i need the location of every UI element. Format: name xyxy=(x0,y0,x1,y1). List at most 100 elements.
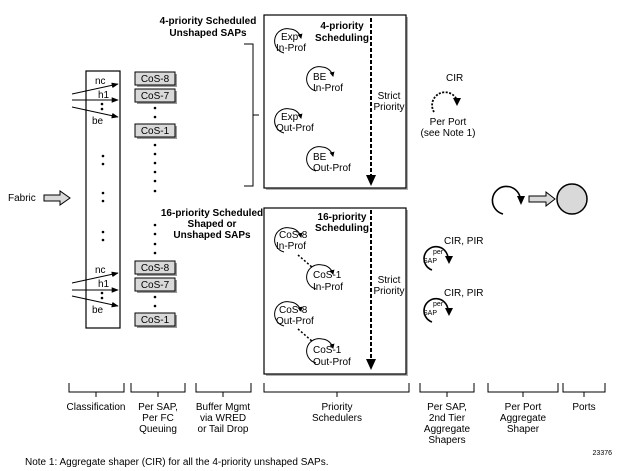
stage-port-shaper-l2: Aggregate xyxy=(500,413,547,424)
stage-sap-shapers-l1: Per SAP, xyxy=(427,402,467,413)
svg-text:In-Prof: In-Prof xyxy=(313,83,343,94)
svg-text:CoS-8: CoS-8 xyxy=(141,263,170,274)
class-nc-bottom: nc xyxy=(95,265,106,276)
svg-text:SAP: SAP xyxy=(423,310,437,317)
svg-text:Out-Prof: Out-Prof xyxy=(276,316,314,327)
svg-text:BE: BE xyxy=(313,152,327,163)
svg-text:Out-Prof: Out-Prof xyxy=(313,357,351,368)
queue-bottom-cos1: CoS-1 xyxy=(134,312,177,328)
scheduler-4-title1: 4-priority xyxy=(320,21,364,32)
stage-port-shaper-l3: Shaper xyxy=(507,424,540,435)
sap-shaper-1-icon: per SAP xyxy=(423,245,453,271)
sched4-queue-be-inprof: BE In-Prof xyxy=(306,66,343,94)
per-port-line2: (see Note 1) xyxy=(420,128,475,139)
scheduler-4-title2: Scheduling xyxy=(315,33,369,44)
classification-arrows-bottom xyxy=(71,271,119,308)
svg-text:CoS-1: CoS-1 xyxy=(141,126,170,137)
stage-ports: Ports xyxy=(572,402,595,413)
group-4priority-line2: Unshaped SAPs xyxy=(169,28,247,39)
group-16priority-line2: Shaped or xyxy=(188,219,237,230)
class-h1-bottom: h1 xyxy=(98,279,110,290)
svg-text:In-Prof: In-Prof xyxy=(276,241,306,252)
svg-text:CoS-1: CoS-1 xyxy=(313,345,342,356)
stage-queuing-l2: Per FC xyxy=(142,413,174,424)
stage-brackets xyxy=(68,383,606,397)
figure-id: 23376 xyxy=(593,450,613,457)
sap-shaper-2-icon: per SAP xyxy=(423,297,453,323)
queue-top-cos8: CoS-8 xyxy=(134,71,177,87)
svg-text:Exp: Exp xyxy=(281,112,299,123)
svg-text:BE: BE xyxy=(313,72,327,83)
scheduler-4-strict2: Priority xyxy=(373,102,404,113)
svg-text:Out-Prof: Out-Prof xyxy=(313,163,351,174)
sched16-queue-cos8-outprof: CoS-8 Out-Prof xyxy=(274,301,314,327)
fabric-arrow-icon xyxy=(43,190,71,206)
class-be-top: be xyxy=(92,116,104,127)
stage-queuing-l3: Queuing xyxy=(139,424,177,435)
class-be-bottom: be xyxy=(92,305,104,316)
svg-text:In-Prof: In-Prof xyxy=(276,43,306,54)
svg-text:In-Prof: In-Prof xyxy=(313,282,343,293)
sched4-queue-be-outprof: BE Out-Prof xyxy=(306,146,351,174)
svg-text:CoS-8: CoS-8 xyxy=(279,305,308,316)
per-port-cir-shaper-icon xyxy=(431,91,461,113)
queue-ellipsis xyxy=(153,143,157,255)
port-circle-icon xyxy=(556,183,588,215)
classification-ellipsis xyxy=(101,154,105,242)
svg-text:CoS-8: CoS-8 xyxy=(141,74,170,85)
scheduler-16-box xyxy=(263,207,407,375)
sched4-queue-exp-outprof: Exp Out-Prof xyxy=(274,108,314,134)
footnote: Note 1: Aggregate shaper (CIR) for all t… xyxy=(25,457,329,468)
stage-schedulers-l1: Priority xyxy=(321,402,352,413)
stage-sap-shapers-l4: Shapers xyxy=(428,435,465,446)
svg-text:per: per xyxy=(433,249,444,256)
sched4-queue-exp-inprof: Exp In-Prof xyxy=(274,28,306,54)
scheduler-4-box xyxy=(263,14,407,189)
svg-text:CoS-8: CoS-8 xyxy=(279,230,308,241)
svg-text:CoS-7: CoS-7 xyxy=(141,91,170,102)
svg-text:SAP: SAP xyxy=(423,258,437,265)
class-nc-top: nc xyxy=(95,76,106,87)
group-16priority-line3: Unshaped SAPs xyxy=(173,230,251,241)
scheduler-16-title2: Scheduling xyxy=(315,223,369,234)
stage-classification: Classification xyxy=(67,402,126,413)
scheduler-16-strict2: Priority xyxy=(373,286,404,297)
sched16-queue-cos1-outprof: CoS-1 Out-Prof xyxy=(306,338,351,368)
svg-text:CoS-7: CoS-7 xyxy=(141,280,170,291)
stage-buffer-l3: or Tail Drop xyxy=(198,424,249,435)
group-4priority-bracket xyxy=(244,43,259,187)
stage-buffer-l1: Buffer Mgmt xyxy=(196,402,250,413)
class-h1-top: h1 xyxy=(98,90,110,101)
classification-arrows-top xyxy=(71,82,119,119)
svg-text:Out-Prof: Out-Prof xyxy=(276,123,314,134)
sched16-queue-cos1-inprof: CoS-1 In-Prof xyxy=(306,264,343,293)
stage-buffer-l2: via WRED xyxy=(200,413,246,424)
scheduler-16-strict1: Strict xyxy=(378,275,401,286)
port-arrow-icon xyxy=(528,190,556,208)
port-aggregate-shaper-icon xyxy=(491,185,525,215)
scheduler-4-strict1: Strict xyxy=(378,91,401,102)
svg-text:per: per xyxy=(433,301,444,308)
stage-port-shaper-l1: Per Port xyxy=(505,402,542,413)
per-port-line1: Per Port xyxy=(430,117,467,128)
sap-shaper-2-label: CIR, PIR xyxy=(444,288,483,299)
queue-top-cos1: CoS-1 xyxy=(134,123,177,139)
queue-top-cos7: CoS-7 xyxy=(134,88,177,104)
scheduler-16-title1: 16-priority xyxy=(318,212,367,223)
sched16-dotted-link-2 xyxy=(297,328,314,343)
fabric-label: Fabric xyxy=(8,193,36,204)
stage-schedulers-l2: Schedulers xyxy=(312,413,362,424)
sap-shaper-1-label: CIR, PIR xyxy=(444,236,483,247)
stage-queuing-l1: Per SAP, xyxy=(138,402,178,413)
sched16-queue-cos8-inprof: CoS-8 In-Prof xyxy=(274,227,308,253)
sched16-dotted-link-1 xyxy=(297,254,314,269)
stage-sap-shapers-l3: Aggregate xyxy=(424,424,471,435)
queue-bottom-cos7: CoS-7 xyxy=(134,277,177,293)
queue-bottom-cos8: CoS-8 xyxy=(134,260,177,276)
svg-text:CoS-1: CoS-1 xyxy=(141,315,170,326)
group-16priority-line1: 16-priority Scheduled xyxy=(161,208,263,219)
group-4priority-line1: 4-priority Scheduled xyxy=(160,16,257,27)
per-port-cir-label: CIR xyxy=(446,73,463,84)
svg-text:CoS-1: CoS-1 xyxy=(313,270,342,281)
